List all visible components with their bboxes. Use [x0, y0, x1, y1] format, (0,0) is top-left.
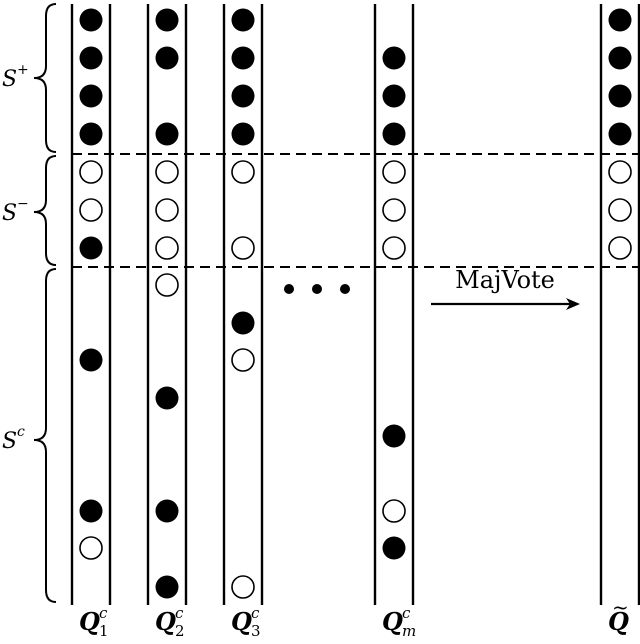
empty-point-icon [155, 236, 179, 260]
filled-point-icon [608, 122, 632, 146]
filled-point-icon [382, 46, 406, 70]
column-result [599, 4, 640, 605]
filled-point-icon [231, 311, 255, 335]
column-label-sub: m [402, 622, 416, 640]
ellipsis-dots [284, 284, 350, 294]
empty-point-icon [155, 198, 179, 222]
filled-point-icon [231, 8, 255, 32]
empty-point-icon [382, 236, 406, 260]
filled-point-icon [382, 122, 406, 146]
filled-point-icon [79, 499, 103, 523]
empty-point-icon [231, 575, 255, 599]
filled-point-icon [382, 84, 406, 108]
filled-point-icon [231, 122, 255, 146]
filled-point-icon [231, 46, 255, 70]
column-label-sup: c [402, 604, 411, 622]
empty-point-icon [382, 499, 406, 523]
column-label: Q [608, 607, 629, 636]
filled-point-icon [155, 122, 179, 146]
empty-point-icon [79, 160, 103, 184]
filled-point-icon [155, 8, 179, 32]
curly-brace-icon [33, 268, 57, 603]
region-label-sup: c [17, 424, 25, 440]
empty-point-icon [608, 236, 632, 260]
curly-brace-icon [33, 3, 57, 153]
region-dividers [72, 153, 640, 268]
column-label: Q [79, 607, 100, 636]
majvote-label: MajVote [455, 266, 555, 294]
column-1 [70, 4, 112, 605]
filled-point-icon [231, 84, 255, 108]
region-label: S [2, 429, 17, 454]
empty-point-icon [382, 198, 406, 222]
column-m [373, 4, 415, 605]
filled-point-icon [608, 8, 632, 32]
empty-point-icon [155, 160, 179, 184]
empty-point-icon [231, 236, 255, 260]
empty-point-icon [79, 536, 103, 560]
empty-point-icon [608, 160, 632, 184]
filled-point-icon [79, 122, 103, 146]
majvote-arrow: MajVote [431, 266, 580, 310]
column-label-sub: 1 [99, 622, 109, 640]
filled-point-icon [155, 386, 179, 410]
ellipsis-dot-icon [312, 284, 322, 294]
filled-point-icon [79, 8, 103, 32]
column-label-sup: c [99, 604, 108, 622]
filled-point-icon [382, 424, 406, 448]
region-label: S [2, 201, 17, 226]
filled-point-icon [608, 84, 632, 108]
column-label-sub: 2 [175, 622, 185, 640]
ellipsis-dot-icon [340, 284, 350, 294]
empty-point-icon [231, 348, 255, 372]
filled-point-icon [608, 46, 632, 70]
column-label: Q [155, 607, 176, 636]
column-label: Q [382, 607, 403, 636]
filled-point-icon [79, 46, 103, 70]
tilde-accent: ~ [612, 595, 629, 619]
filled-point-icon [155, 46, 179, 70]
filled-point-icon [382, 536, 406, 560]
column-label: Q [231, 607, 252, 636]
column-2 [146, 4, 188, 605]
filled-point-icon [79, 84, 103, 108]
column-label-sub: 3 [251, 622, 261, 640]
empty-point-icon [382, 160, 406, 184]
region-label-sup: − [17, 196, 29, 212]
arrow-head-icon [566, 298, 580, 310]
empty-point-icon [155, 273, 179, 297]
columns [70, 4, 640, 605]
filled-point-icon [79, 348, 103, 372]
filled-point-icon [155, 575, 179, 599]
region-label: S [2, 67, 17, 92]
filled-point-icon [155, 499, 179, 523]
empty-point-icon [231, 160, 255, 184]
empty-point-icon [608, 198, 632, 222]
region-label-sup: + [17, 62, 29, 78]
curly-brace-icon [33, 155, 57, 266]
column-label-sup: c [175, 604, 184, 622]
filled-point-icon [79, 236, 103, 260]
column-label-sup: c [251, 604, 260, 622]
column-3 [222, 4, 264, 605]
empty-point-icon [79, 198, 103, 222]
ellipsis-dot-icon [284, 284, 294, 294]
